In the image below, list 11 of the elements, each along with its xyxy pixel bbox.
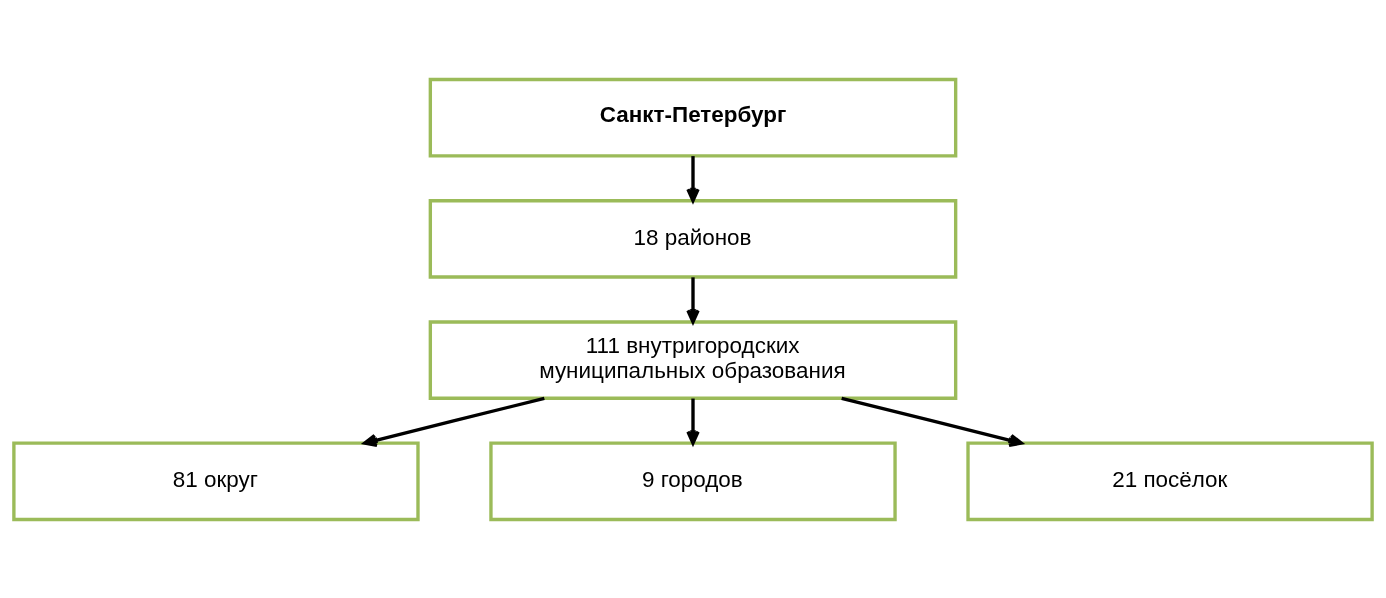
arrow — [686, 276, 700, 323]
node-box: 111 внутригородских муниципальных образования — [428, 319, 958, 400]
node-box: 21 посёлок — [966, 441, 1374, 521]
node-box: 81 округ — [12, 441, 420, 521]
arrow — [363, 396, 545, 447]
arrow — [841, 396, 1023, 447]
node-box: Санкт-Петербург — [428, 77, 958, 157]
arrow — [686, 398, 700, 445]
node-box: 18 районов — [428, 198, 958, 279]
node-box: 9 городов — [489, 441, 897, 521]
arrow — [686, 155, 700, 202]
